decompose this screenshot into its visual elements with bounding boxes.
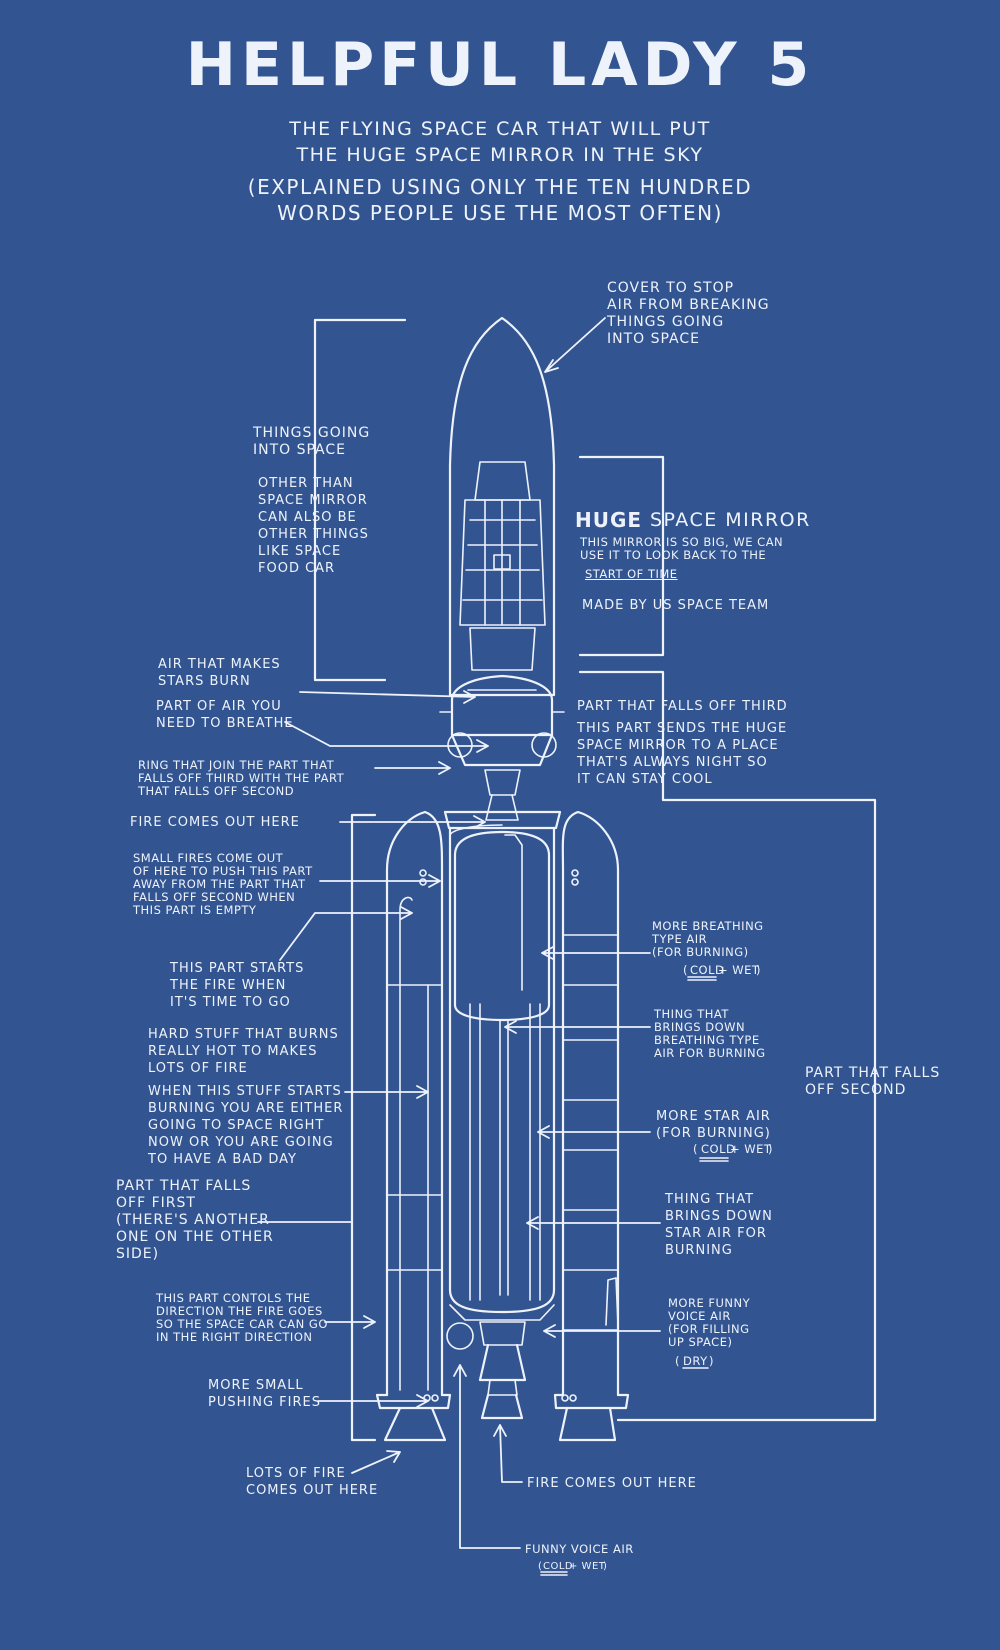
subtitle-line-1: THE FLYING SPACE CAR THAT WILL PUT — [289, 118, 711, 140]
label-thing-star: THING THAT BRINGS DOWN STAR AIR FOR BURN… — [665, 1192, 773, 1258]
label-things-going: THINGS GOING INTO SPACE — [253, 425, 371, 458]
label-dry: DRY — [683, 1354, 708, 1368]
label-hard-stuff: HARD STUFF THAT BURNS REALLY HOT TO MAKE… — [148, 1027, 339, 1076]
label-air-breathe: PART OF AIR YOU NEED TO BREATHE — [156, 699, 294, 731]
explanation-line-1: (EXPLAINED USING ONLY THE TEN HUNDRED — [247, 175, 753, 199]
label-more-star-air: MORE STAR AIR (FOR BURNING) — [656, 1109, 771, 1141]
label-falls-first: PART THAT FALLS OFF FIRST (THERE'S ANOTH… — [116, 1178, 274, 1262]
label-funny-voice-fill: MORE FUNNY VOICE AIR (FOR FILLING UP SPA… — [668, 1296, 751, 1349]
left-booster-drawing — [375, 810, 452, 1442]
subtitle-line-2: THE HUGE SPACE MIRROR IN THE SKY — [296, 144, 704, 166]
label-paren-close-4: ) — [603, 1561, 608, 1572]
label-fire-out-upper: FIRE COMES OUT HERE — [130, 815, 300, 830]
label-cold-3: COLD — [543, 1561, 574, 1572]
label-air-stars-burn: AIR THAT MAKES STARS BURN — [158, 657, 281, 689]
label-starts-fire: THIS PART STARTS THE FIRE WHEN IT'S TIME… — [170, 961, 305, 1010]
underline-marks — [540, 976, 729, 1576]
upper-stage-drawing — [439, 674, 565, 821]
explanation-line-2: WORDS PEOPLE USE THE MOST OFTEN) — [277, 201, 723, 225]
label-other-than: OTHER THAN SPACE MIRROR CAN ALSO BE OTHE… — [258, 476, 369, 576]
leader-arrows — [257, 317, 661, 1549]
label-more-breathing: MORE BREATHING TYPE AIR (FOR BURNING) — [652, 919, 764, 959]
label-cold-1: COLD — [690, 963, 725, 977]
core-stage-drawing — [446, 824, 556, 1420]
label-when-stuff: WHEN THIS STUFF STARTS BURNING YOU ARE E… — [148, 1084, 344, 1167]
label-huge: HUGE — [575, 508, 643, 532]
label-thing-breathing: THING THAT BRINGS DOWN BREATHING TYPE AI… — [654, 1007, 766, 1060]
label-fire-out-lower: FIRE COMES OUT HERE — [527, 1476, 697, 1491]
label-falls-third-desc: THIS PART SENDS THE HUGE SPACE MIRROR TO… — [577, 721, 788, 787]
label-lots-fire: LOTS OF FIRE COMES OUT HERE — [246, 1466, 379, 1498]
label-plus-wet-3: + WET — [569, 1561, 606, 1572]
label-mirror-description: THIS MIRROR IS SO BIG, WE CAN USE IT TO … — [580, 535, 784, 562]
label-plus-wet-2: + WET — [730, 1142, 772, 1156]
label-cold-2: COLD — [701, 1142, 736, 1156]
label-ring: RING THAT JOIN THE PART THAT FALLS OFF T… — [138, 758, 345, 798]
label-falls-third-title: PART THAT FALLS OFF THIRD — [577, 699, 788, 714]
page-title: HELPFUL LADY 5 — [185, 30, 815, 100]
label-controls: THIS PART CONTOLS THE DIRECTION THE FIRE… — [156, 1291, 328, 1344]
label-paren-open-1: ( — [683, 963, 688, 977]
label-plus-wet-1: + WET — [718, 963, 760, 977]
label-paren-close-3: ) — [709, 1354, 714, 1368]
right-booster-drawing — [553, 810, 630, 1442]
label-space-mirror: SPACE MIRROR — [650, 509, 811, 531]
label-cover: COVER TO STOP AIR FROM BREAKING THINGS G… — [607, 280, 770, 347]
label-made-by: MADE BY US SPACE TEAM — [582, 598, 770, 613]
label-start-of-time: START OF TIME — [585, 567, 678, 581]
label-falls-second: PART THAT FALLS OFF SECOND — [805, 1065, 941, 1098]
space-mirror-hexagons — [459, 461, 546, 671]
bracket-lines — [313, 318, 877, 1442]
label-paren-close-2: ) — [768, 1142, 773, 1156]
label-paren-close-1: ) — [756, 963, 761, 977]
label-paren-open-3: ( — [675, 1354, 680, 1368]
label-small-fires: SMALL FIRES COME OUT OF HERE TO PUSH THI… — [133, 851, 313, 917]
label-more-small: MORE SMALL PUSHING FIRES — [208, 1378, 321, 1410]
fairing-outline — [448, 316, 556, 697]
label-paren-open-2: ( — [693, 1142, 698, 1156]
label-paren-open-4: ( — [538, 1561, 543, 1572]
label-funny-voice-air: FUNNY VOICE AIR — [525, 1542, 634, 1556]
